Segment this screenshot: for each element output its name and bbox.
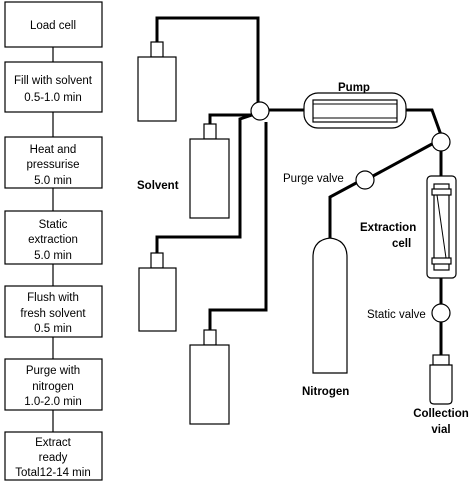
pipe-bottle-3 bbox=[155, 113, 253, 253]
solvent-bottle-1 bbox=[137, 41, 177, 122]
step-box-extract-ready bbox=[4, 431, 103, 481]
step-2-line-2: 0.5-1.0 min bbox=[24, 92, 82, 104]
step-box-flush bbox=[4, 285, 103, 338]
step-7-line-3: Total12-14 min bbox=[15, 467, 90, 479]
extraction-cell-label-line-1: Extraction bbox=[360, 222, 416, 234]
step-box-purge bbox=[4, 358, 103, 411]
step-4-line-2: extraction bbox=[28, 234, 78, 246]
collection-vial-label-line-2: vial bbox=[431, 424, 450, 436]
pipe-valve-purge bbox=[372, 142, 433, 178]
step-3-line-2: pressurise bbox=[26, 159, 79, 171]
step-5-line-2: fresh solvent bbox=[20, 308, 86, 320]
solvent-bottle-3 bbox=[138, 252, 177, 332]
switching-valve bbox=[431, 132, 451, 152]
pump-label: Pump bbox=[338, 82, 370, 94]
solvent-bottle-2 bbox=[189, 123, 230, 219]
nitrogen-label: Nitrogen bbox=[302, 386, 349, 398]
step-7-line-2: ready bbox=[39, 452, 68, 464]
pipes bbox=[155, 16, 443, 355]
step-6-line-2: nitrogen bbox=[32, 381, 74, 393]
step-box-heat-pressurise bbox=[4, 136, 103, 189]
pipe-purge-nitrogen bbox=[328, 180, 359, 245]
step-box-static-extraction bbox=[4, 210, 103, 265]
static-valve-label: Static valve bbox=[367, 309, 426, 321]
step-1-line-1: Load cell bbox=[30, 20, 76, 32]
step-3-line-1: Heat and bbox=[30, 144, 77, 156]
solvent-label: Solvent bbox=[137, 180, 179, 192]
nitrogen-cylinder bbox=[312, 237, 348, 374]
purge-valve bbox=[355, 170, 375, 190]
step-5-line-3: 0.5 min bbox=[34, 323, 72, 335]
step-5-line-1: Flush with bbox=[27, 292, 79, 304]
step-2-line-1: Fill with solvent bbox=[14, 75, 93, 87]
extraction-cell bbox=[426, 175, 457, 279]
apparatus: Solvent Pump Purge valve Extraction cell… bbox=[137, 16, 469, 436]
pipe-bottle-2 bbox=[208, 113, 253, 124]
step-4-line-3: 5.0 min bbox=[34, 250, 72, 262]
pump bbox=[303, 92, 407, 129]
purge-valve-label: Purge valve bbox=[283, 173, 344, 185]
step-7-line-1: Extract bbox=[35, 437, 72, 449]
pipe-bottle-1 bbox=[155, 16, 260, 103]
static-valve bbox=[431, 303, 451, 323]
manifold-valve bbox=[250, 101, 270, 121]
step-box-load-cell bbox=[4, 1, 103, 48]
step-6-line-3: 1.0-2.0 min bbox=[24, 396, 82, 408]
flowchart: Load cell Fill with solvent 0.5-1.0 min … bbox=[4, 1, 103, 481]
step-4-line-1: Static bbox=[39, 219, 68, 231]
solvent-bottle-4 bbox=[189, 329, 230, 425]
step-box-fill-solvent bbox=[4, 61, 103, 113]
collection-vial-label-line-1: Collection bbox=[413, 408, 469, 420]
step-6-line-1: Purge with bbox=[26, 365, 80, 377]
collection-vial bbox=[429, 354, 453, 405]
step-3-line-3: 5.0 min bbox=[34, 175, 72, 187]
pipe-bottle-4 bbox=[208, 122, 268, 330]
pipe-pump-valve bbox=[406, 108, 443, 136]
extraction-cell-label-line-2: cell bbox=[392, 238, 411, 250]
